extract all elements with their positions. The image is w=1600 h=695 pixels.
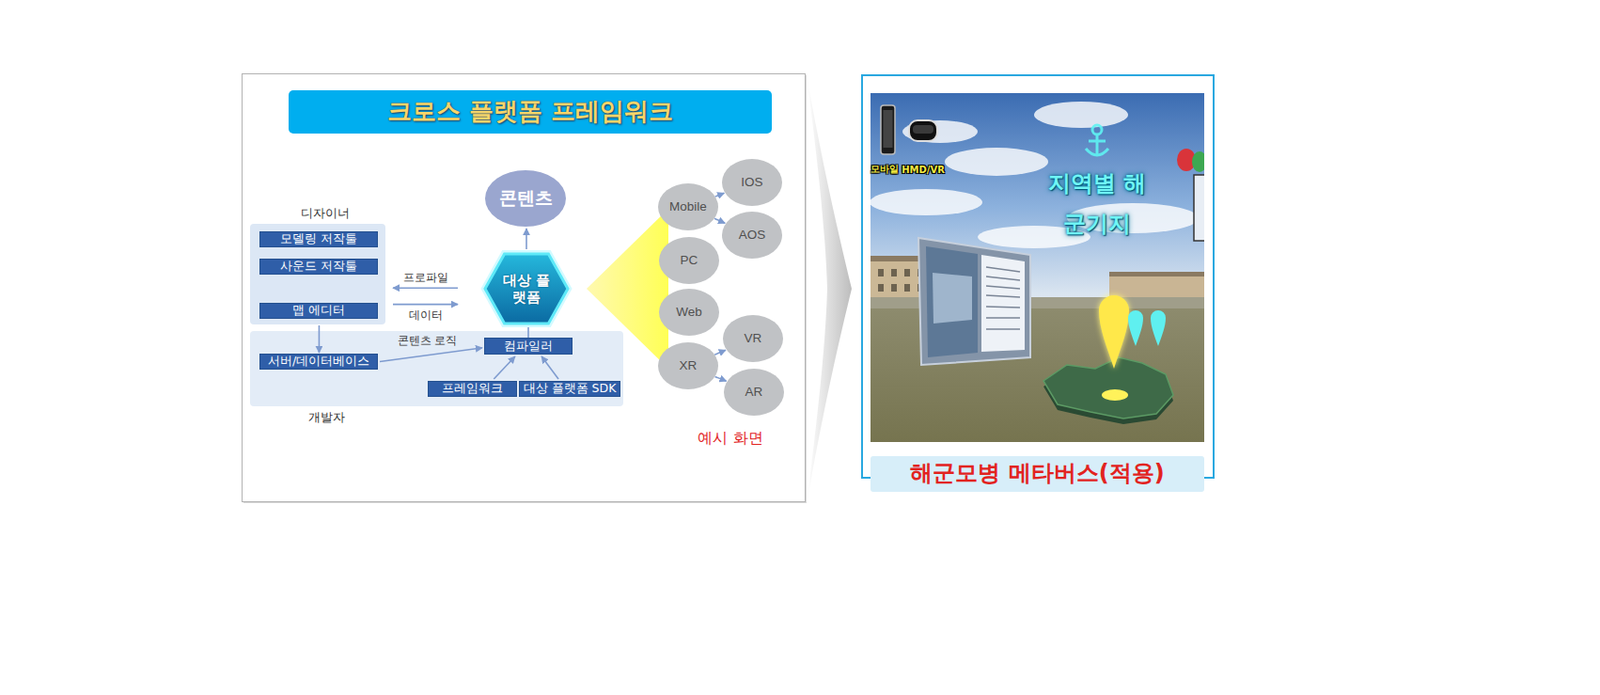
platform-ellipse: AR	[723, 368, 785, 416]
group-fill	[250, 223, 386, 325]
node-text: 콘텐츠	[499, 188, 553, 209]
ellipse-fill	[658, 236, 720, 284]
connector	[541, 356, 559, 379]
title-text: 크로스 플랫폼 프레임워크	[387, 97, 674, 126]
node-text: 맵 에디터	[292, 303, 346, 317]
connector	[714, 218, 725, 223]
connector	[392, 303, 458, 306]
ellipse-fill	[721, 211, 783, 259]
node-text: 프레임워크	[441, 381, 503, 395]
edge-label: 프로파일	[400, 270, 452, 284]
ellipse-fill	[723, 368, 785, 416]
process-box: 컴파일러	[484, 337, 573, 355]
caption-text: 해군모병 메타버스(적용)	[909, 460, 1164, 487]
platform-ellipse: PC	[658, 236, 720, 284]
ellipse-fill	[658, 183, 719, 231]
tool-box: 모델링 저작툴	[259, 231, 378, 248]
edge-label: 데이터	[406, 307, 446, 321]
ellipse-fill	[485, 170, 566, 227]
node-text: AR	[745, 384, 764, 400]
content-ellipse: 콘텐츠	[485, 170, 566, 227]
platform-ellipse: VR	[722, 314, 784, 362]
hexagon-glow	[485, 253, 568, 324]
node-text: 대상 플랫폼	[501, 271, 551, 306]
platform-ellipse: Mobile	[658, 183, 719, 231]
node-text: VR	[744, 330, 763, 346]
group-fill	[250, 330, 624, 407]
connector	[714, 349, 726, 355]
framework-panel	[242, 74, 806, 502]
connector	[493, 356, 516, 379]
process-box: 대상 플랫폼 SDK	[518, 380, 622, 397]
edge-label: 콘텐츠 로직	[394, 333, 461, 347]
node-text: 모델링 저작툴	[280, 232, 358, 246]
process-box: 프레임워크	[427, 380, 518, 397]
ellipse-fill	[658, 288, 720, 336]
caption-bar: 해군모병 메타버스(적용)	[870, 455, 1205, 492]
ellipse-fill	[722, 314, 784, 362]
device-label: HMD/VR	[901, 164, 945, 175]
example-panel	[862, 75, 1214, 478]
platform-ellipse: XR	[658, 342, 719, 390]
node-text: 대상 플랫폼 SDK	[523, 381, 617, 395]
platform-ellipse: Web	[658, 288, 720, 336]
connector	[527, 327, 530, 338]
node-text: XR	[679, 358, 698, 374]
connector	[318, 325, 321, 353]
designer-group: 모델링 저작툴사운드 저작툴맵 에디터디자이너	[250, 223, 386, 325]
node-text: 컴파일러	[503, 339, 553, 353]
process-box: 서버/데이터베이스	[259, 353, 378, 370]
hexagon-fill	[485, 253, 568, 324]
hologram-text: 지역별 해군기지	[1045, 163, 1149, 245]
node-text: PC	[680, 252, 699, 268]
device-label: 모바일	[870, 162, 899, 176]
ellipse-fill	[721, 158, 783, 206]
node-text: Mobile	[669, 199, 707, 215]
connector	[392, 286, 458, 289]
example-note: 예시 화면	[697, 428, 763, 449]
platform-ellipse: AOS	[721, 211, 783, 259]
platform-ellipse: IOS	[721, 158, 783, 206]
group-heading: 개발자	[308, 410, 346, 424]
tool-box: 사운드 저작툴	[259, 258, 378, 275]
connector	[715, 192, 725, 197]
title-bar: 크로스 플랫폼 프레임워크	[288, 90, 772, 134]
node-text: Web	[675, 304, 703, 320]
node-text: 서버/데이터베이스	[267, 354, 370, 368]
connector	[714, 376, 726, 381]
metaverse-screenshot	[870, 93, 1205, 442]
transition-chevron	[806, 75, 852, 505]
node-text: IOS	[740, 174, 763, 190]
tool-box: 맵 에디터	[259, 302, 378, 319]
node-text: 사운드 저작툴	[280, 259, 358, 273]
connector	[379, 347, 483, 362]
ellipse-fill	[658, 342, 719, 390]
node-text: AOS	[738, 227, 767, 243]
platform-hexagon: 대상 플랫폼	[484, 251, 569, 326]
connector	[525, 228, 528, 250]
group-heading: 디자이너	[300, 206, 350, 220]
